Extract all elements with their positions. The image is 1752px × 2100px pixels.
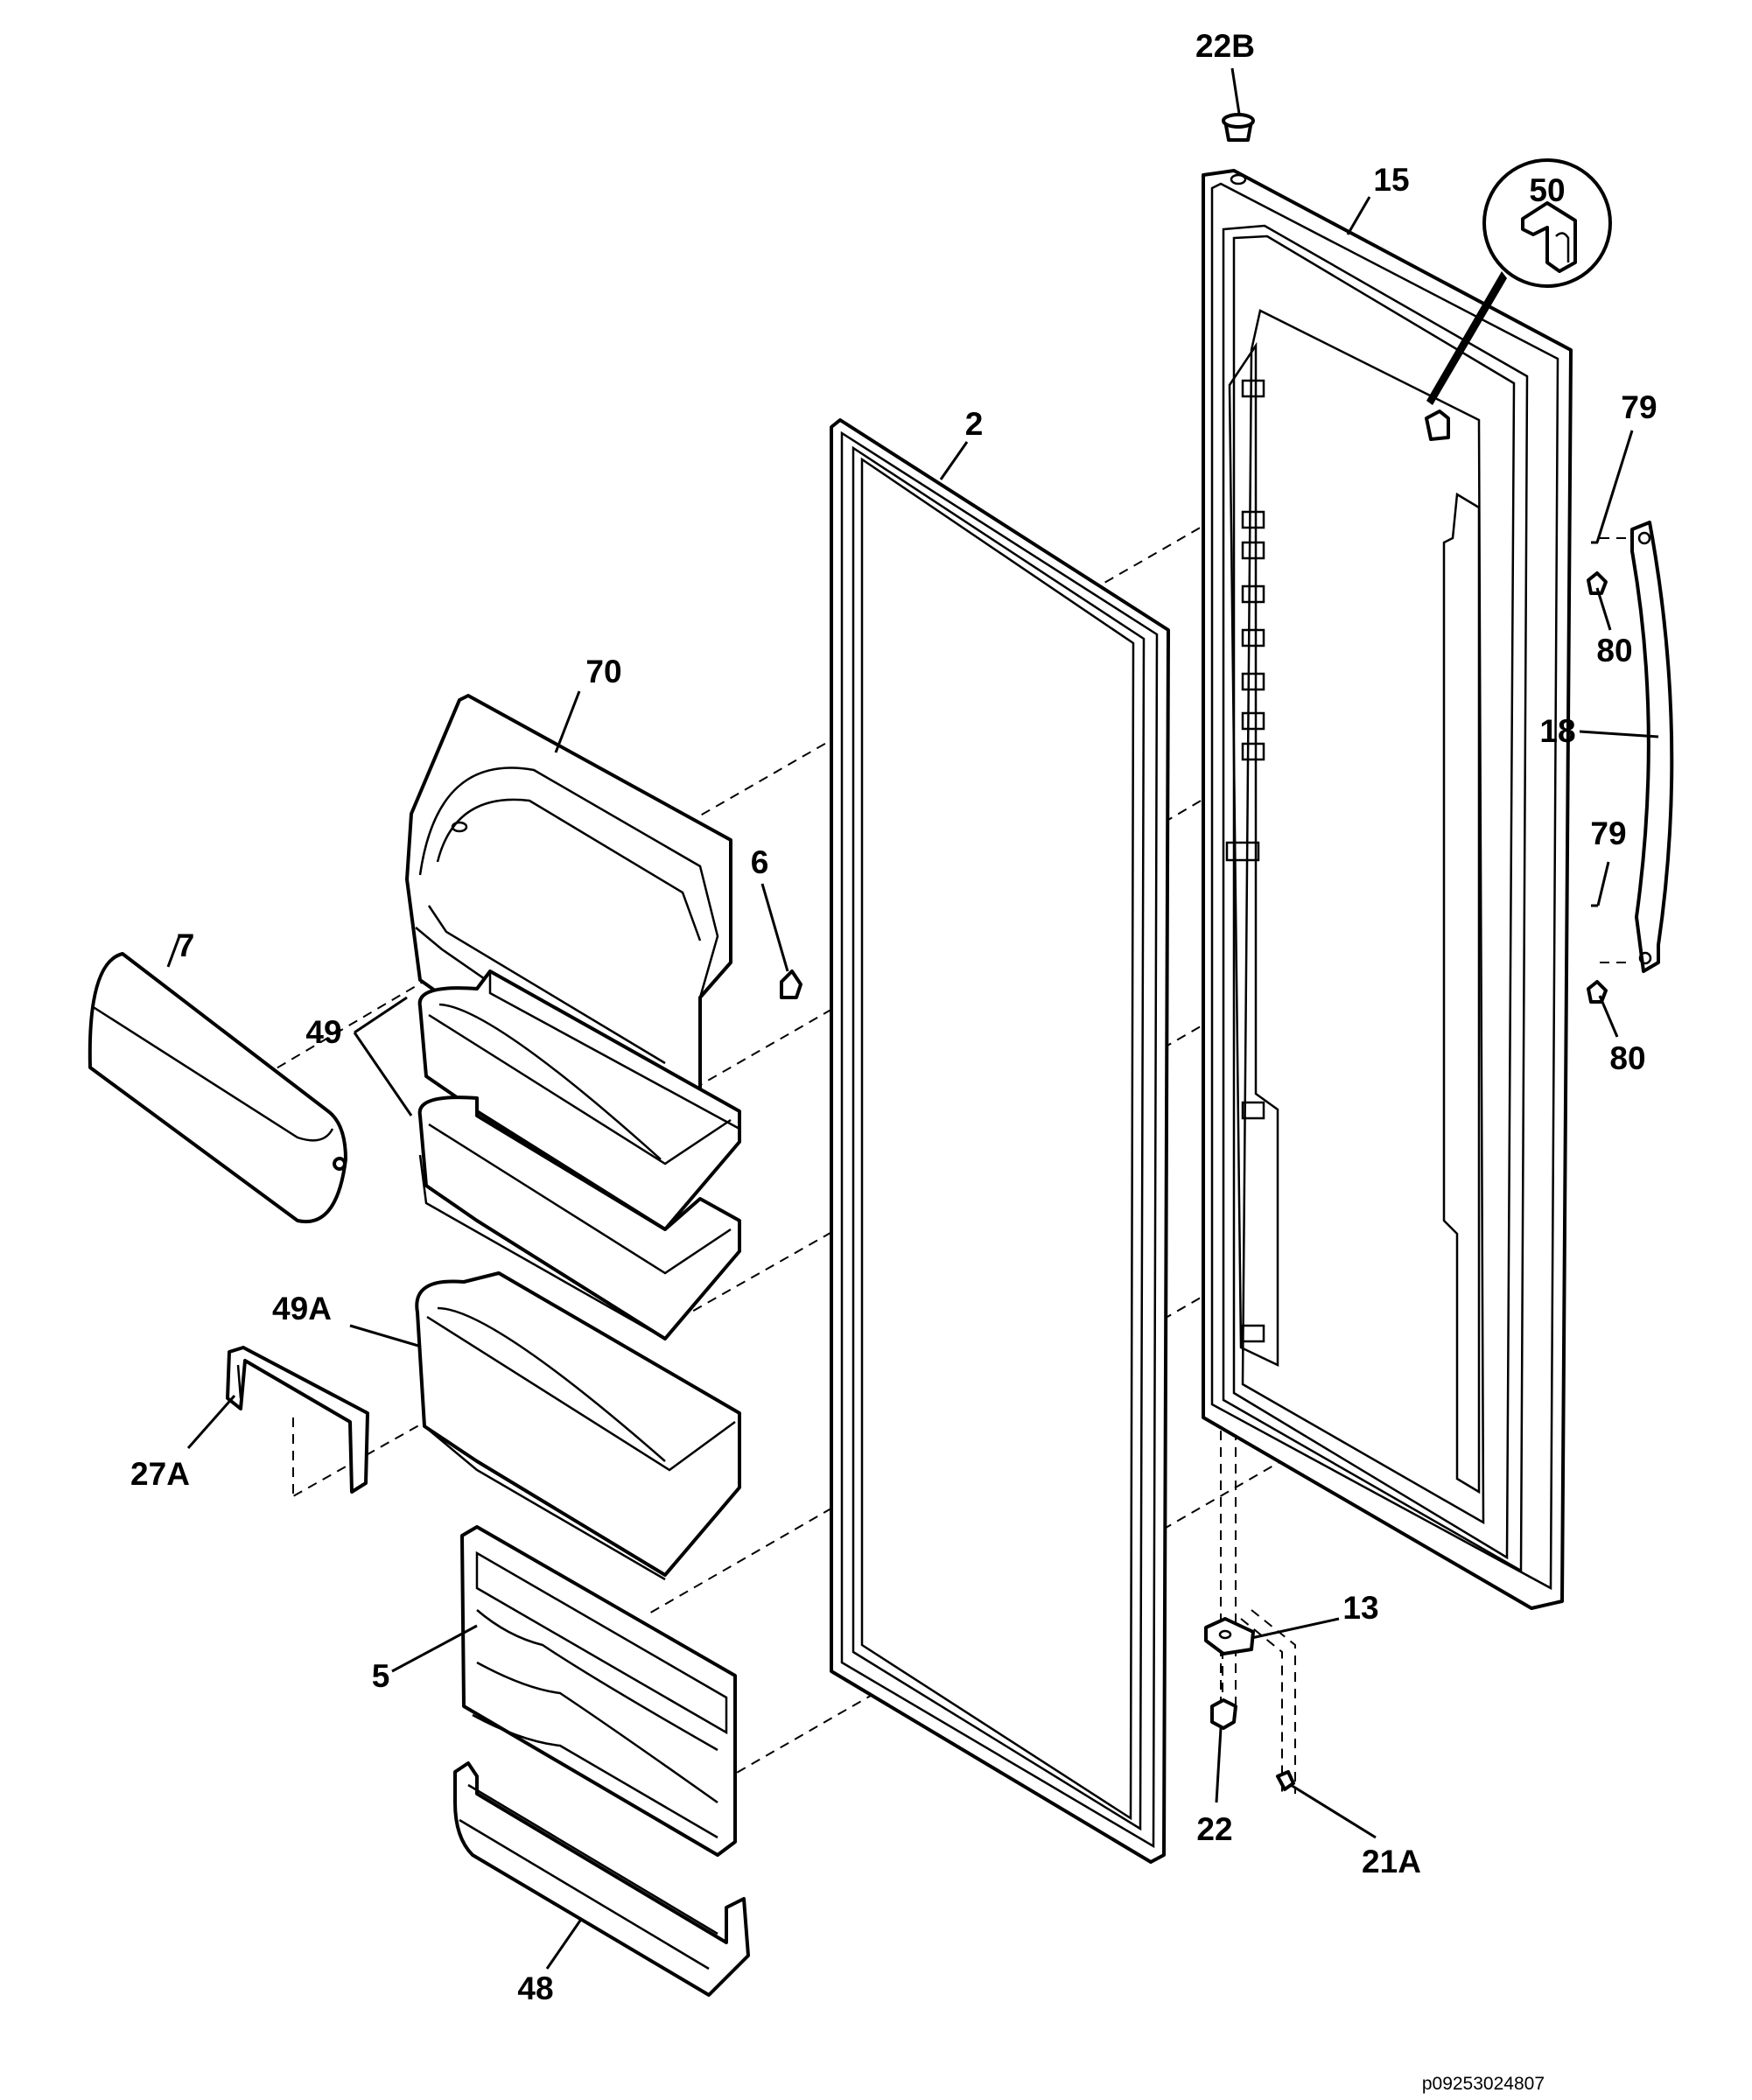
clip-6 (780, 970, 802, 999)
plug-22B (1222, 113, 1255, 186)
detail-circle-50 (1426, 158, 1612, 405)
reference-code: p09253024807 (1422, 2074, 1545, 2094)
callout-6: 6 (751, 844, 769, 880)
callout-13: 13 (1342, 1590, 1378, 1626)
callout-48: 48 (517, 1970, 553, 2006)
callout-2: 2 (965, 406, 984, 442)
dairy-door-7 (88, 952, 347, 1224)
door-gasket (830, 418, 1170, 1864)
door-outer-panel (1202, 169, 1573, 1610)
callout-49: 49 (305, 1014, 341, 1050)
screw-21A (1276, 1770, 1295, 1791)
callout-49A: 49A (272, 1291, 332, 1326)
callout-7: 7 (177, 928, 195, 963)
callout-70: 70 (585, 654, 621, 690)
leader-lines (166, 67, 1659, 1970)
screw-80-upper (1587, 571, 1608, 595)
door-bin-49-lower (417, 1096, 741, 1340)
callout-80-lower: 80 (1609, 1040, 1645, 1076)
door-shelf-48 (453, 1761, 750, 1997)
bushing-22 (1210, 1698, 1237, 1730)
callout-22: 22 (1196, 1811, 1232, 1847)
callout-50: 50 (1529, 172, 1565, 208)
callout-22B: 22B (1195, 28, 1255, 64)
door-bracket (1425, 410, 1450, 441)
callout-labels: 22B 15 50 2 79 80 18 79 80 70 6 7 49 49A… (130, 28, 1657, 2006)
shelf-pins (1225, 379, 1265, 1343)
door-bin-49A (415, 1271, 741, 1581)
callout-79-upper: 79 (1621, 389, 1657, 425)
hardware (1204, 541, 1608, 1791)
callout-80-upper: 80 (1596, 633, 1632, 668)
callout-5: 5 (372, 1658, 390, 1694)
door-handle-18 (1630, 521, 1674, 973)
door-bin-49-upper (417, 970, 741, 1231)
callout-15: 15 (1373, 162, 1409, 198)
callout-27A: 27A (130, 1456, 190, 1492)
screw-80-lower (1587, 980, 1608, 1004)
shelf-rack-5 (460, 1525, 737, 1857)
callout-18: 18 (1539, 713, 1575, 749)
callout-79-lower: 79 (1590, 816, 1626, 851)
callout-21A: 21A (1362, 1844, 1421, 1880)
handle-clip-27A (226, 1346, 369, 1494)
